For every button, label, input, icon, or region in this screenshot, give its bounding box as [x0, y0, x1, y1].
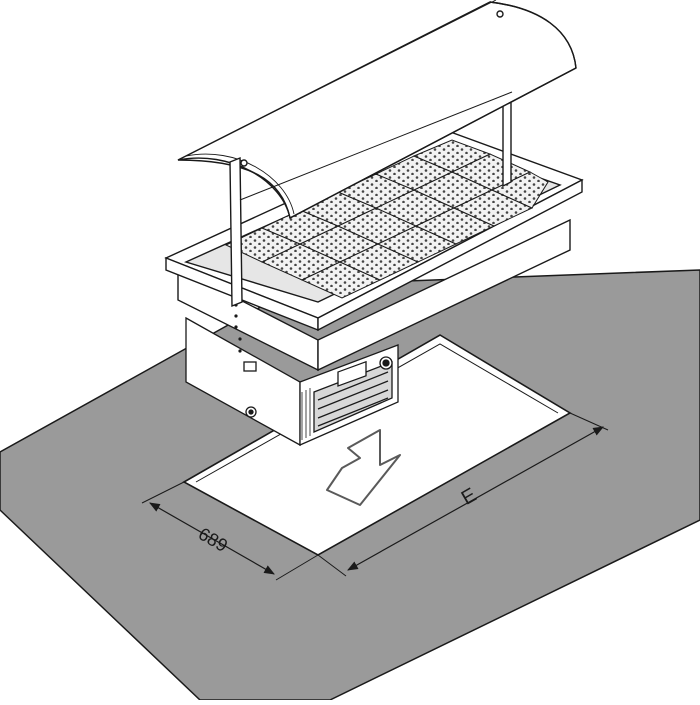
sneeze-guard: [177, 0, 577, 308]
pan-tile: [490, 171, 549, 209]
refrigeration-unit: [185, 316, 399, 447]
display-screen-icon: [337, 360, 367, 387]
side-grille: [301, 388, 311, 440]
perforated-pans: [224, 139, 549, 299]
pan-tile: [412, 139, 492, 173]
